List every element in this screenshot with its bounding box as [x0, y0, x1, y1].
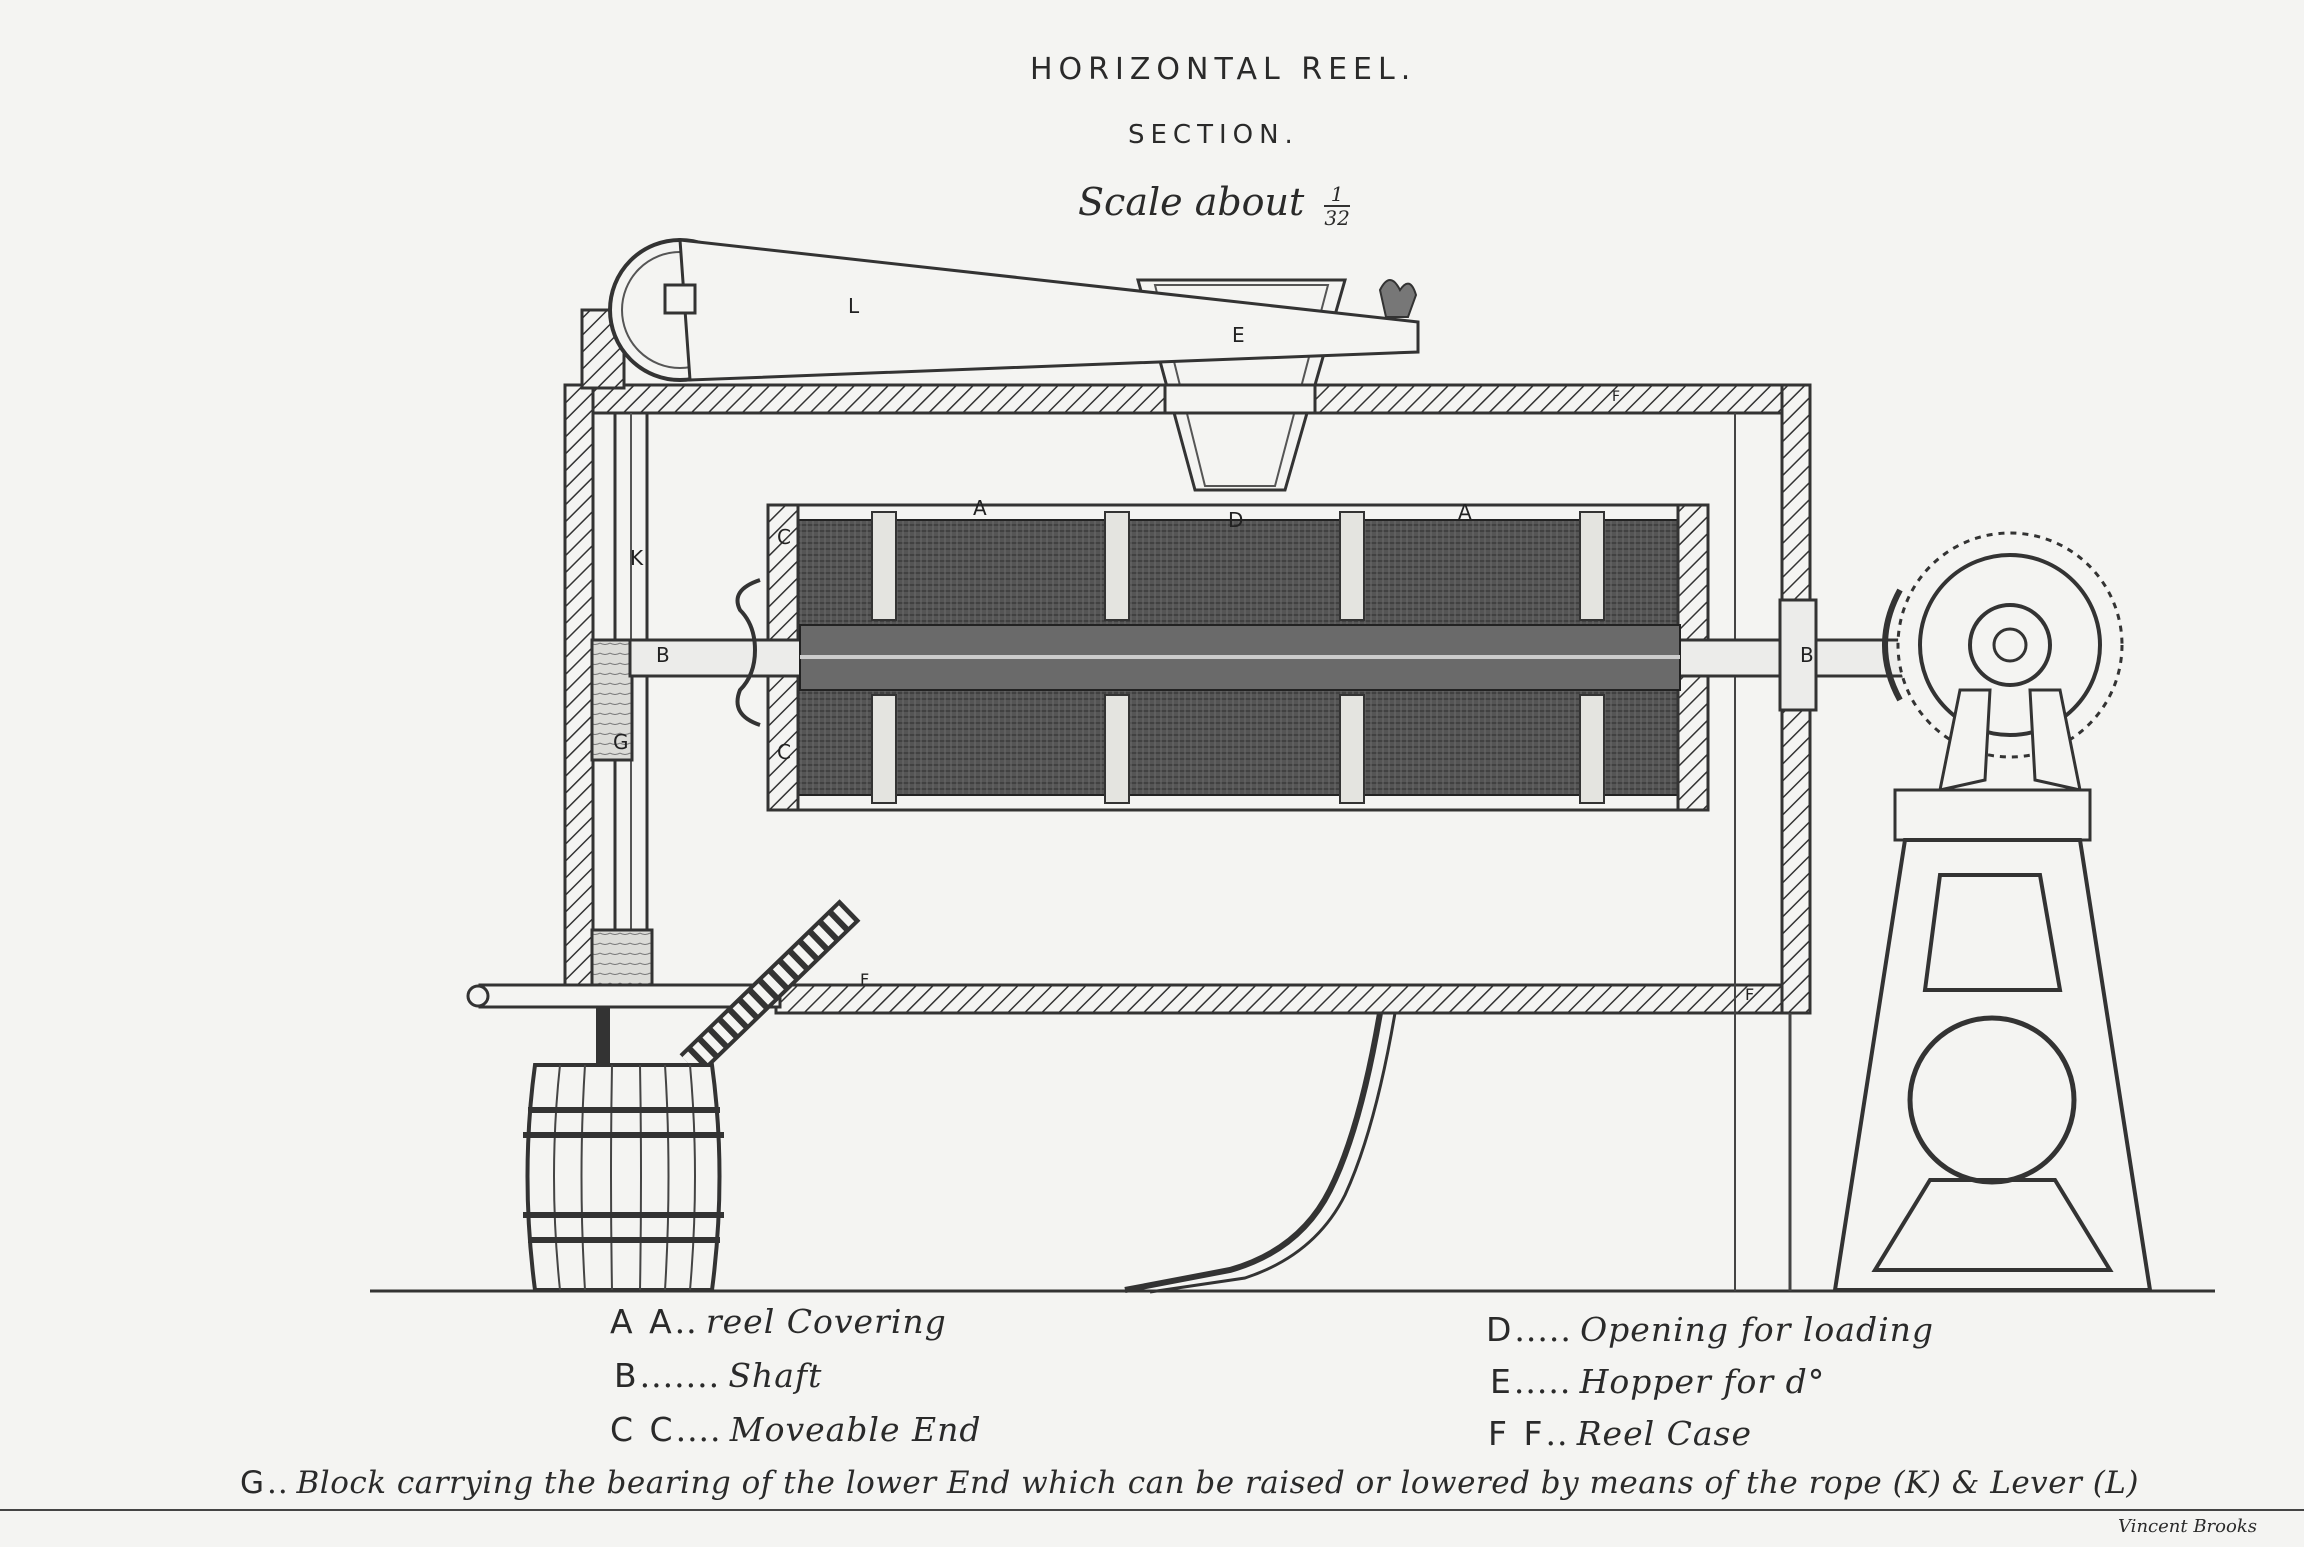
label-c-lower: C: [777, 740, 791, 764]
plate-subtitle: SECTION.: [1128, 120, 1299, 150]
scale-note: Scale about 1 32: [1078, 180, 1350, 229]
scale-numerator: 1: [1330, 181, 1344, 206]
label-f-bottom-right: F: [1745, 985, 1755, 1004]
legend-b: B....... Shaft: [614, 1356, 822, 1396]
barrel: [523, 899, 861, 1292]
legend-e-desc: Hopper for d°: [1579, 1362, 1826, 1401]
legend-b-key: B: [614, 1356, 640, 1395]
legend-ff-key: F F: [1488, 1414, 1546, 1453]
legend-d: D..... Opening for loading: [1486, 1310, 1934, 1350]
legend-g-dots: ..: [267, 1465, 289, 1501]
legend-aa-dots: ..: [674, 1302, 698, 1341]
legend-cc-dots: ....: [675, 1410, 722, 1449]
legend-ff: F F.. Reel Case: [1488, 1414, 1752, 1454]
legend-b-desc: Shaft: [728, 1356, 823, 1395]
legend-g-desc: Block carrying the bearing of the lower …: [296, 1465, 2139, 1501]
label-a-left: A: [973, 496, 987, 520]
label-g: G: [613, 730, 629, 754]
legend-e-key: E: [1490, 1362, 1514, 1401]
label-d: D: [1228, 508, 1244, 532]
scale-denominator: 32: [1324, 204, 1350, 230]
guide-rod-k: [590, 411, 654, 987]
shaft-b: [628, 578, 1952, 727]
label-b-right: B: [1800, 643, 1814, 667]
legend-e: E..... Hopper for d°: [1490, 1362, 1825, 1402]
lever-l: [608, 238, 1420, 382]
legend-g-key: G: [240, 1465, 268, 1501]
label-f-top: F: [1612, 389, 1621, 405]
scale-fraction: 1 32: [1324, 181, 1350, 230]
legend-d-desc: Opening for loading: [1580, 1310, 1935, 1349]
legend-d-key: D: [1486, 1310, 1515, 1349]
legend-cc-desc: Moveable End: [729, 1410, 982, 1449]
label-l: L: [848, 294, 860, 318]
legend-ff-dots: ..: [1545, 1414, 1569, 1453]
legend-e-dots: .....: [1513, 1362, 1572, 1401]
legend-ff-desc: Reel Case: [1576, 1414, 1753, 1453]
legend-aa-key: A A: [610, 1302, 675, 1341]
printer-imprint: Vincent Brooks: [2118, 1516, 2257, 1537]
label-e: E: [1232, 323, 1245, 347]
plate-title: HORIZONTAL REEL.: [1030, 52, 1417, 87]
legend-aa: A A.. reel Covering: [610, 1302, 947, 1342]
legend-b-dots: .......: [639, 1356, 721, 1395]
lever-rail-and-rope: [466, 983, 1397, 1294]
legend-d-dots: .....: [1514, 1310, 1572, 1349]
label-f-bottom-left: F: [860, 970, 870, 989]
label-k: K: [630, 546, 644, 570]
legend-g: G.. Block carrying the bearing of the lo…: [240, 1465, 2139, 1501]
legend-cc: C C.... Moveable End: [610, 1410, 981, 1450]
label-b-left: B: [656, 643, 670, 667]
scale-prefix: Scale about: [1078, 180, 1305, 224]
legend-cc-key: C C: [610, 1410, 676, 1449]
legend-aa-desc: reel Covering: [705, 1302, 947, 1341]
label-a-right: A: [1458, 500, 1472, 524]
label-c-upper: C: [777, 525, 791, 549]
bevel-gear-and-standard: [1832, 531, 2153, 1292]
